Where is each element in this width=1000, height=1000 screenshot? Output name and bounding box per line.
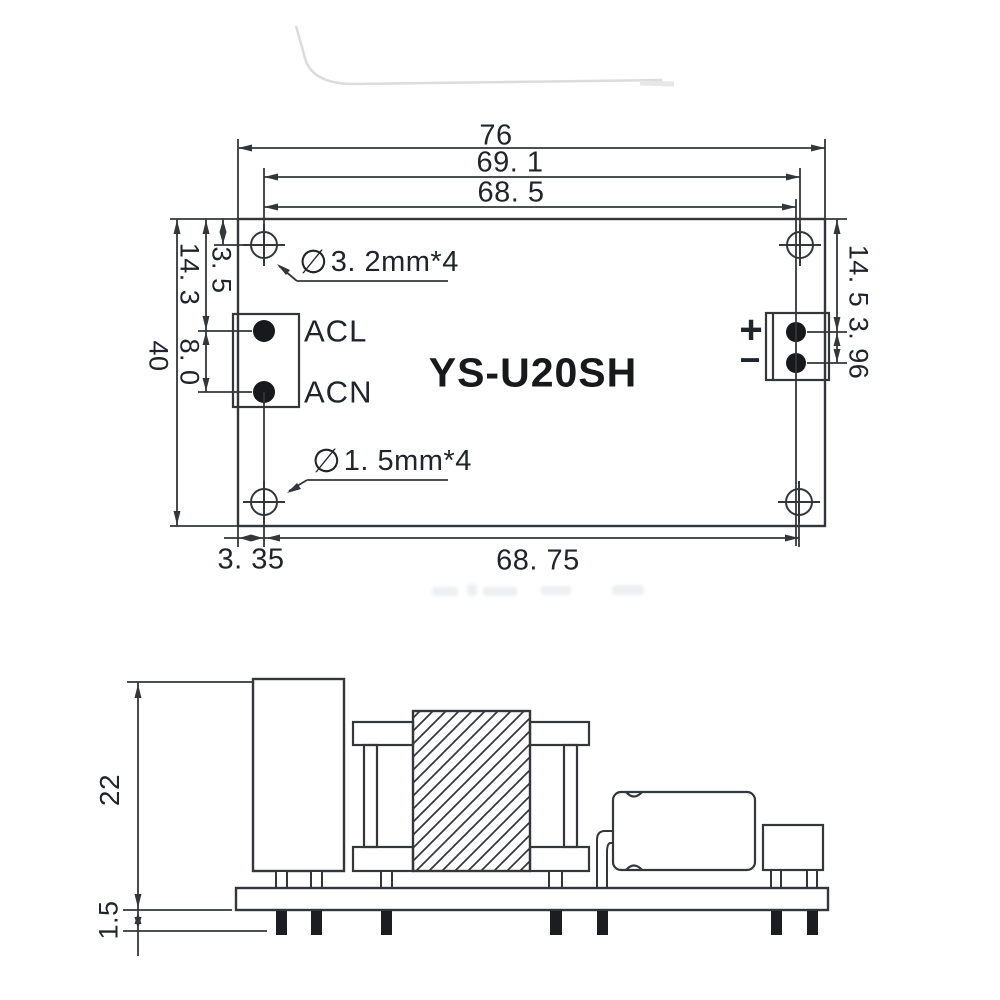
acl-terminal-label: ACL xyxy=(304,313,368,349)
top-view-arrowheads xyxy=(173,144,841,542)
dim-component-height: 22 xyxy=(94,773,125,807)
ac-terminal-block xyxy=(231,312,301,409)
watermark-smudge xyxy=(541,586,571,595)
callout-pin-holes: ∅1. 5mm*4 xyxy=(312,442,472,479)
component-legs xyxy=(275,869,818,889)
acl-pin-dot xyxy=(253,320,275,342)
capacitor-lead-wire xyxy=(606,842,613,888)
solder-pins xyxy=(276,911,818,935)
dc-plus-label: + xyxy=(739,308,763,352)
pcb-bar xyxy=(234,886,830,912)
dc-terminal-block xyxy=(764,311,831,382)
transformer-core-hatched xyxy=(411,709,532,873)
dim-overall-width: 76 xyxy=(479,119,513,152)
acn-terminal-label: ACN xyxy=(304,374,373,410)
callout-pin-holes-label: 1. 5mm*4 xyxy=(343,444,472,477)
side-view-arrowheads xyxy=(134,684,142,929)
dim-hole-left-offset: 3. 35 xyxy=(217,543,285,576)
side-view-dimension-lines xyxy=(123,681,267,956)
capacitor-lead-wire xyxy=(596,830,613,888)
capacitor-horizontal xyxy=(596,790,757,888)
component-small xyxy=(761,823,825,872)
dim-hole-top-offset: 3. 5 xyxy=(206,246,237,294)
dim-pin-length: 1.5 xyxy=(93,900,124,940)
dim-mount-hole-span: 69. 1 xyxy=(476,146,544,179)
dim-overall-height: 40 xyxy=(143,340,174,372)
capacitor-tall xyxy=(251,677,346,873)
dim-acl-top-offset: 14. 3 xyxy=(174,242,205,306)
dim-dc-pin-top-offset: 14. 5 xyxy=(843,244,874,308)
board-outline xyxy=(236,217,827,528)
watermark-smudge xyxy=(432,587,458,596)
callout-mounting-holes: ∅3. 2mm*4 xyxy=(299,243,459,280)
page-title: YS-U20SH xyxy=(428,349,638,396)
callout-mounting-holes-label: 3. 2mm*4 xyxy=(330,245,459,278)
dim-dc-pin-pitch: 3. 96 xyxy=(843,316,874,380)
dim-output-pin-span: 68. 5 xyxy=(477,176,545,209)
dim-ac-pin-pitch: 8. 0 xyxy=(174,338,205,386)
diameter-icon: ∅ xyxy=(312,442,341,479)
watermark-blob-outline xyxy=(294,25,675,87)
side-view-linework xyxy=(123,677,830,956)
dim-bottom-hole-span: 68. 75 xyxy=(496,544,580,577)
diameter-icon: ∅ xyxy=(299,243,328,280)
top-view-linework xyxy=(170,139,847,547)
watermark-smudge xyxy=(612,585,644,595)
watermark-smudge xyxy=(467,584,477,596)
watermark-smudge xyxy=(483,587,517,596)
dc-minus-label: − xyxy=(739,339,761,380)
transformer xyxy=(351,709,591,873)
